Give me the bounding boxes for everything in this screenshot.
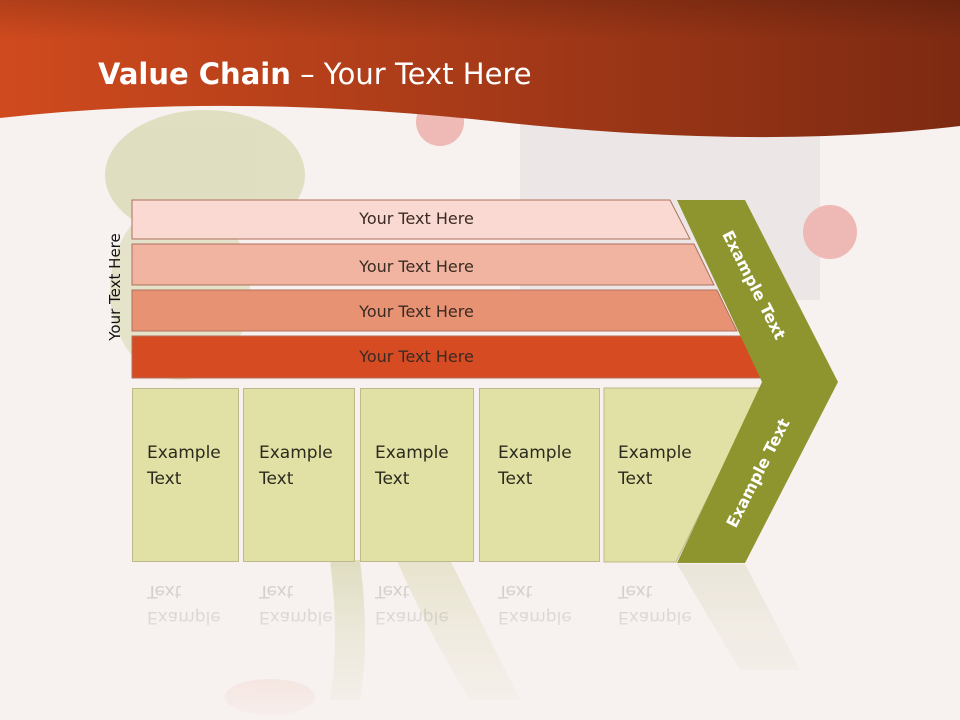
- page-title: Value Chain – Your Text Here: [98, 57, 532, 91]
- column-box-1: [132, 388, 239, 562]
- reflection-fade: [0, 560, 960, 720]
- chevron-shape: [677, 200, 838, 563]
- row-label-3: Your Text Here: [359, 302, 474, 321]
- column-box-2: [243, 388, 355, 562]
- row-bars: [131, 199, 763, 379]
- row-label-1: Your Text Here: [359, 209, 474, 228]
- row-bar-3: [131, 289, 738, 332]
- side-label: Your Text Here: [106, 233, 124, 341]
- row-label-4: Your Text Here: [359, 347, 474, 366]
- row-bar-1: [131, 199, 691, 240]
- row-label-2: Your Text Here: [359, 257, 474, 276]
- column-box-4: [479, 388, 600, 562]
- row-bar-2: [131, 243, 715, 286]
